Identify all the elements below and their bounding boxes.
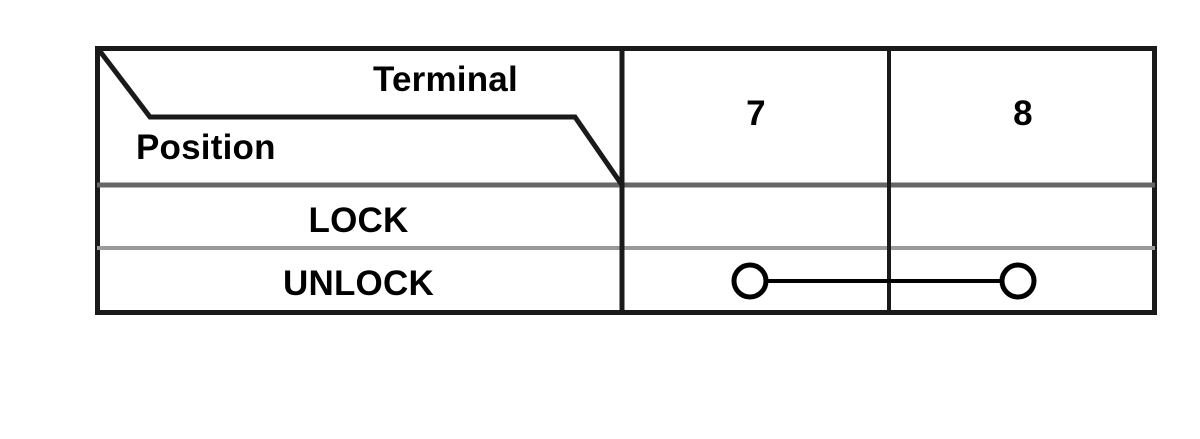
column-header-terminal-7: 7: [746, 94, 766, 133]
row-label-lock: LOCK: [308, 201, 409, 240]
continuity-node-terminal-7: [731, 262, 769, 300]
table-grid-and-continuity-graphic: [95, 46, 1157, 315]
column-header-terminal-8: 8: [1013, 94, 1033, 133]
continuity-indicator-unlock: [731, 262, 1037, 300]
header-diagonal-split-line: [97, 48, 625, 187]
table-outer-border: [95, 46, 1157, 315]
row-label-unlock: UNLOCK: [283, 264, 434, 303]
terminal-continuity-table: Terminal Position 7 8 LOCK UNLOCK: [95, 46, 1157, 315]
continuity-node-terminal-8: [999, 262, 1037, 300]
header-position-axis-label: Position: [136, 128, 276, 167]
header-terminal-axis-label: Terminal: [373, 60, 518, 99]
